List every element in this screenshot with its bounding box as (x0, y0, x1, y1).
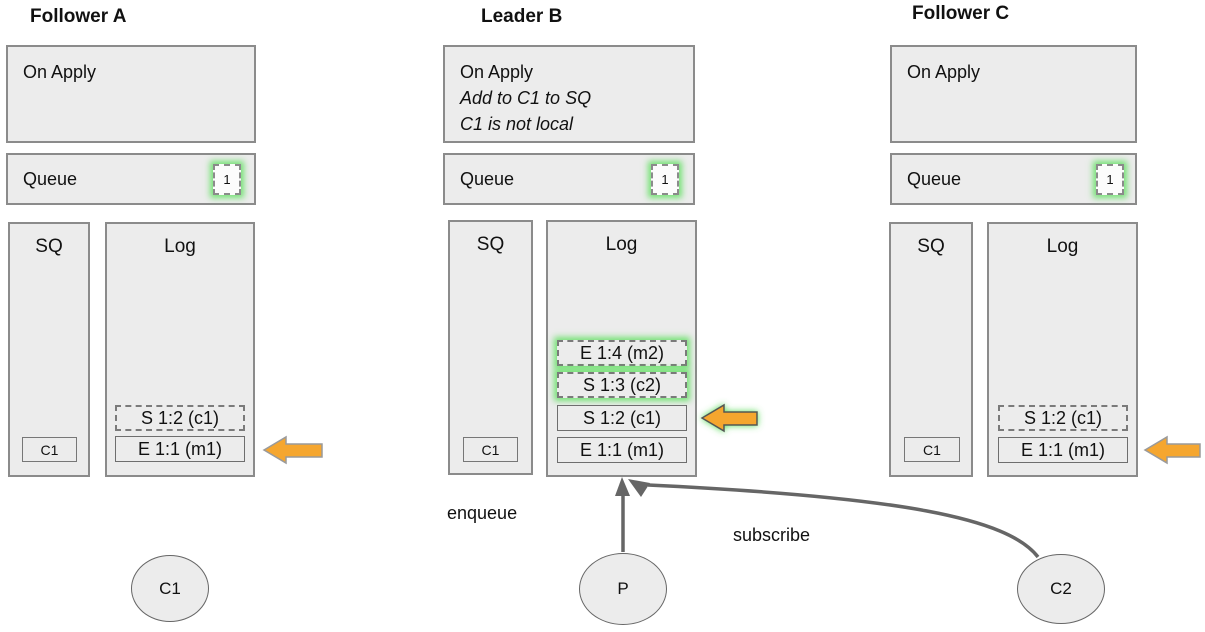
subscribe-arrowhead-icon (628, 479, 650, 497)
log-label: Log (1046, 236, 1079, 257)
queue-box-c: Queue (890, 153, 1137, 205)
sq-item-c1-b: C1 (463, 437, 518, 462)
on-apply-box-c: On Apply (890, 45, 1137, 143)
enqueue-arrowhead-icon (615, 477, 630, 496)
on-apply-label: On Apply (460, 62, 534, 82)
sq-label: SQ (476, 234, 505, 255)
subscribe-edge-label: subscribe (733, 525, 811, 545)
on-apply-note-1: Add to C1 to SQ (460, 88, 592, 108)
queue-label: Queue (460, 168, 515, 189)
actor-client2: C2 (1017, 554, 1105, 624)
on-apply-note-2: C1 is not local (460, 114, 574, 134)
on-apply-box-a: On Apply (6, 45, 256, 143)
log-box-a: Log (105, 222, 255, 477)
log-entry: S 1:3 (c2) (557, 372, 687, 398)
node-title-follower-c: Follower C (912, 3, 1010, 24)
queue-label: Queue (907, 168, 962, 189)
log-label: Log (605, 234, 638, 255)
log-entry: E 1:4 (m2) (557, 340, 687, 366)
on-apply-label: On Apply (907, 62, 981, 82)
on-apply-box-b: On Apply Add to C1 to SQ C1 is not local (443, 45, 695, 143)
sq-item-c1-a: C1 (22, 437, 77, 462)
commit-pointer-arrow-icon-c (1143, 435, 1201, 465)
enqueue-edge-label: enqueue (447, 503, 518, 523)
log-entry: E 1:1 (m1) (557, 437, 687, 463)
actor-producer: P (579, 553, 667, 625)
actor-client1: C1 (131, 555, 209, 622)
subscribe-arrow-curve (647, 483, 1040, 559)
commit-pointer-arrow-icon-a (262, 435, 323, 465)
node-title-leader-b: Leader B (481, 6, 563, 27)
queue-badge-c: 1 (1096, 164, 1124, 195)
on-apply-label: On Apply (23, 62, 97, 82)
queue-badge-b: 1 (651, 164, 679, 195)
commit-pointer-arrow-icon-b (700, 403, 758, 433)
log-box-c: Log (987, 222, 1138, 477)
log-entry: S 1:2 (c1) (557, 405, 687, 431)
node-title-follower-a: Follower A (30, 6, 127, 27)
log-entry: S 1:2 (c1) (998, 405, 1128, 431)
queue-label: Queue (23, 168, 78, 189)
log-entry: S 1:2 (c1) (115, 405, 245, 431)
sq-box-a: SQ (8, 222, 90, 477)
sq-item-c1-c: C1 (904, 437, 960, 462)
log-entry: E 1:1 (m1) (115, 436, 245, 462)
sq-box-c: SQ (889, 222, 973, 477)
log-entry: E 1:1 (m1) (998, 437, 1128, 463)
log-label: Log (164, 236, 196, 257)
queue-badge-a: 1 (213, 164, 241, 195)
sq-label: SQ (917, 236, 945, 257)
sq-box-b: SQ (448, 220, 533, 475)
sq-label: SQ (35, 236, 63, 257)
